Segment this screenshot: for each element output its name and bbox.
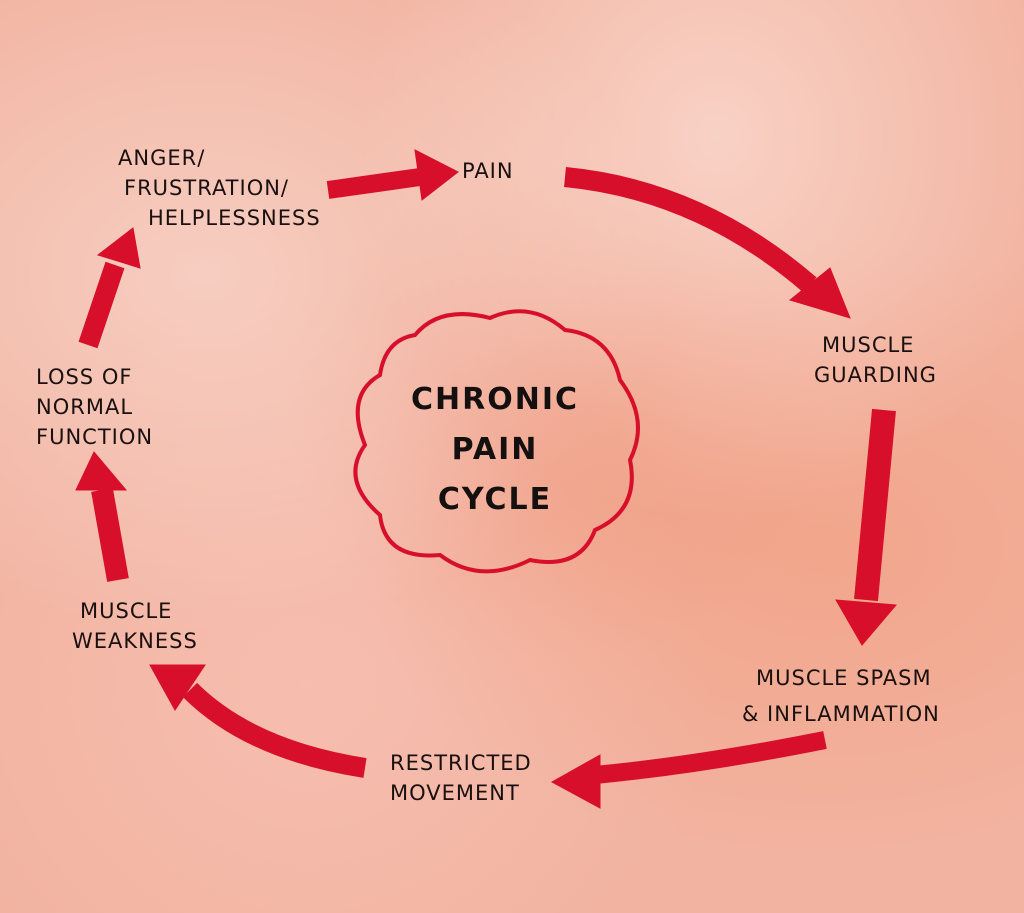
node-line: MOVEMENT [390, 781, 520, 805]
arrow-pain-to-guarding [564, 167, 851, 319]
node-line: HELPLESSNESS [148, 206, 321, 230]
node-line: & INFLAMMATION [742, 702, 940, 726]
node-line: WEAKNESS [72, 629, 198, 653]
node-restricted-movement: RESTRICTED MOVEMENT [390, 748, 532, 808]
center-title: CHRONIC PAIN CYCLE [395, 375, 595, 525]
cloud-outline [353, 309, 640, 574]
arrow-spasm-to-restricted [550, 731, 827, 809]
arrow-loss-to-anger [78, 227, 141, 349]
node-line: ANGER/ [118, 146, 206, 170]
node-muscle-spasm: MUSCLE SPASM & INFLAMMATION [742, 660, 940, 732]
node-anger: ANGER/ FRUSTRATION/ HELPLESSNESS [118, 143, 321, 233]
node-line: MUSCLE [822, 333, 915, 357]
node-line: PAIN [462, 159, 514, 183]
node-loss-of-function: LOSS OF NORMAL FUNCTION [36, 362, 153, 452]
node-line: NORMAL [36, 395, 134, 419]
node-line: GUARDING [814, 363, 937, 387]
center-line: CYCLE [437, 482, 553, 517]
arrow-weakness-to-loss [75, 451, 129, 582]
node-line: MUSCLE SPASM [756, 666, 932, 690]
node-line: LOSS OF [36, 365, 133, 389]
arrow-anger-to-pain [326, 149, 459, 201]
node-line: RESTRICTED [390, 751, 532, 775]
node-muscle-guarding: MUSCLE GUARDING [814, 330, 937, 390]
node-line: FRUSTRATION/ [124, 176, 290, 200]
center-line: CHRONIC [410, 382, 579, 417]
node-line: MUSCLE [80, 599, 173, 623]
node-muscle-weakness: MUSCLE WEAKNESS [72, 596, 198, 656]
arrow-restricted-to-weakness [149, 664, 367, 778]
center-line: PAIN [451, 432, 539, 467]
node-pain: PAIN [462, 156, 514, 186]
arrow-guarding-to-spasm [835, 408, 898, 646]
node-line: FUNCTION [36, 425, 154, 449]
